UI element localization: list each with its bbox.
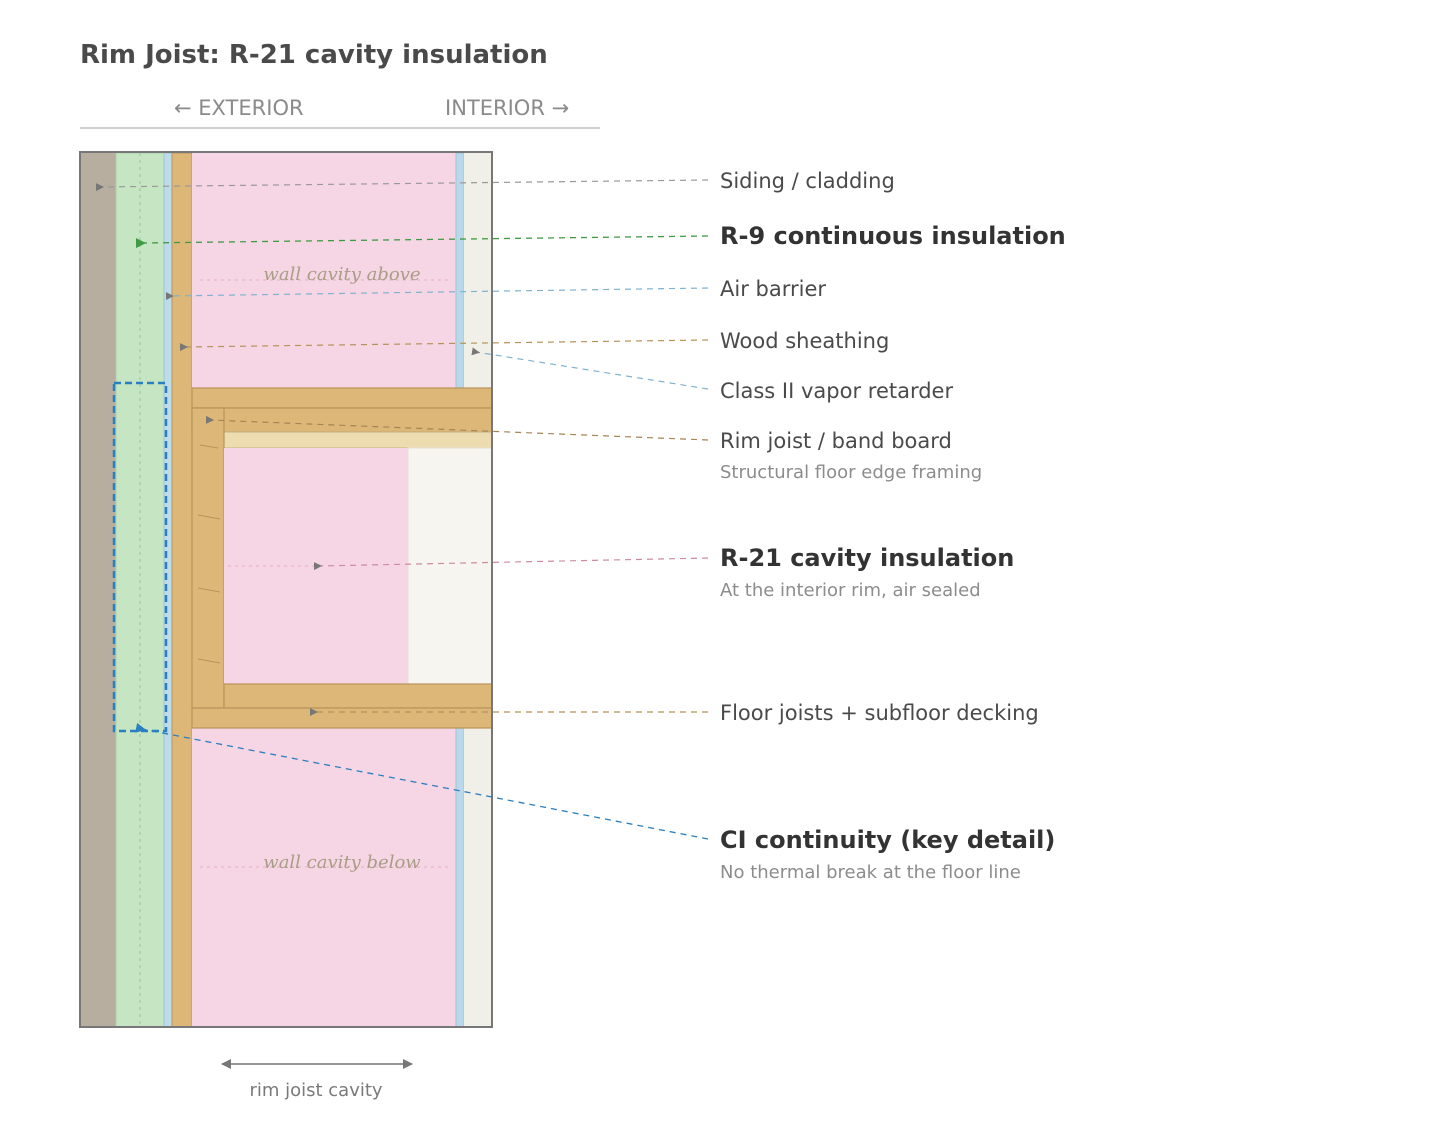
diagram-title: Rim Joist: R-21 cavity insulation	[80, 40, 548, 70]
rim-joist-band	[191, 407, 225, 709]
sheathing-layer	[171, 152, 193, 1028]
vapor-retarder-above	[455, 152, 465, 389]
wall-cavity-below	[192, 728, 456, 1027]
callout-air-barrier: Air barrier	[720, 277, 826, 301]
assembly-outline	[79, 151, 493, 1028]
callout-labels: Siding / cladding R-9 continuous insulat…	[720, 169, 1066, 883]
rim-cavity-dimension-label: rim joist cavity	[249, 1080, 382, 1101]
floor-interior-space	[407, 447, 493, 685]
rim-grain-1	[199, 444, 219, 449]
air-barrier-leader	[165, 287, 709, 301]
drywall-below	[464, 728, 492, 1027]
ci-continuity-leader	[135, 722, 709, 840]
vapor-retarder-below	[455, 727, 465, 1028]
callout-cavity-insulation-sub: At the interior rim, air sealed	[720, 580, 981, 601]
wall-assembly	[79, 151, 493, 1028]
cavity-below-label: wall cavity below	[263, 852, 421, 873]
upper-joist-flange	[191, 407, 493, 433]
callout-rim-joist: Rim joist / band board	[720, 429, 952, 453]
callout-ci-continuity: CI continuity (key detail)	[720, 826, 1055, 854]
callout-sheathing: Wood sheathing	[720, 329, 889, 353]
callout-rim-joist-sub: Structural floor edge framing	[720, 462, 982, 483]
callout-floor-joists: Floor joists + subfloor decking	[720, 701, 1039, 725]
callout-cavity-insulation: R-21 cavity insulation	[720, 544, 1014, 572]
callout-ci-continuity-sub: No thermal break at the floor line	[720, 862, 1021, 883]
wall-cavity-above	[192, 153, 456, 388]
callout-siding: Siding / cladding	[720, 169, 895, 193]
rim-grain-2	[197, 514, 221, 520]
siding-leader	[95, 179, 709, 192]
exterior-direction-label: ← EXTERIOR	[174, 96, 304, 120]
leader-lines	[95, 179, 709, 840]
rim-grain-3	[197, 587, 221, 593]
siding-layer	[81, 153, 116, 1027]
lower-joist-flange	[223, 683, 493, 709]
subfloor-decking	[223, 431, 493, 449]
rim-grain-4	[197, 658, 221, 664]
vapor-retarder-leader	[471, 347, 709, 390]
interior-direction-label: INTERIOR →	[445, 96, 569, 120]
cavity-above-label: wall cavity above	[263, 264, 420, 285]
callout-continuous-insulation: R-9 continuous insulation	[720, 222, 1066, 250]
ci-continuity-highlight	[112, 381, 168, 733]
bottom-plate	[191, 707, 493, 729]
top-plate	[191, 387, 493, 409]
callout-vapor-retarder: Class II vapor retarder	[720, 379, 953, 403]
